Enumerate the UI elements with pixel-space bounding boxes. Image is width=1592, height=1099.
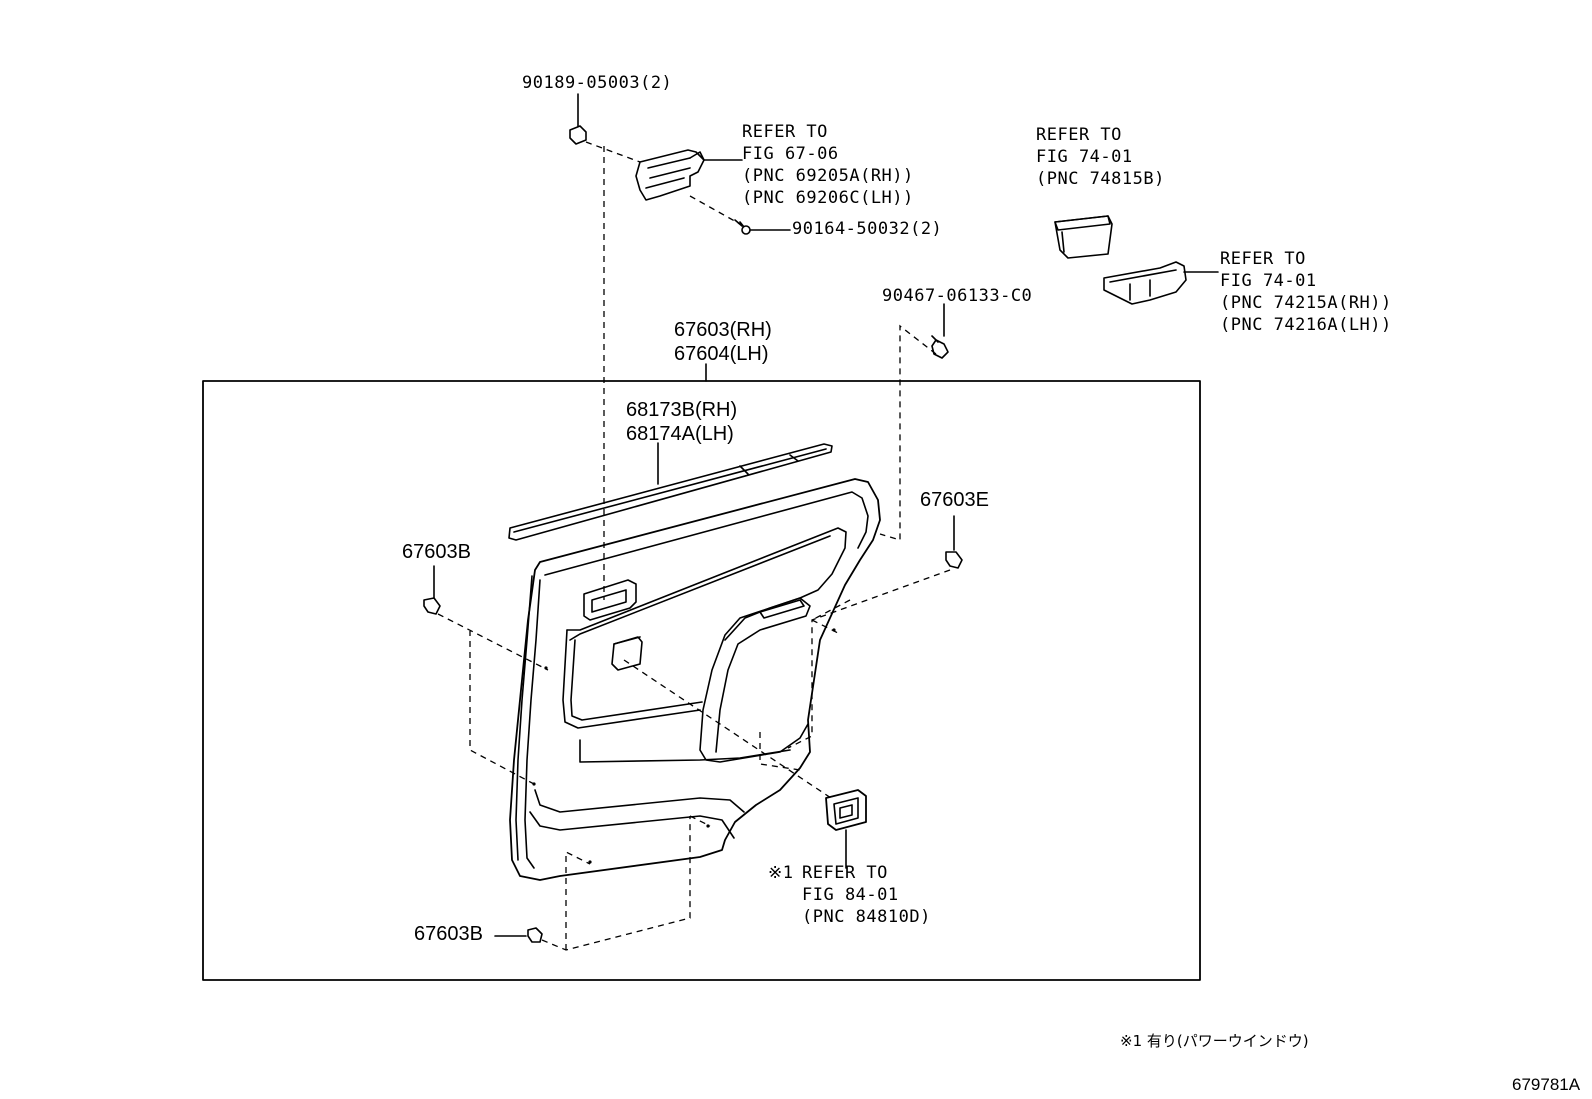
- clip-90467-part: [931, 303, 949, 359]
- label-bolt-90189: 90189-05003(2): [522, 73, 673, 93]
- weatherstrip-part: [508, 443, 833, 541]
- dash-lower-right: [689, 815, 711, 827]
- label-inside-handle-line4: (PNC 69206C(LH)): [742, 188, 914, 208]
- dash-clip-e-right: [811, 619, 841, 635]
- label-armrest-line3: (PNC 74215A(RH)): [1220, 293, 1392, 313]
- inside-handle-part: [635, 149, 743, 201]
- label-inside-handle: REFER TO FIG 67-06 (PNC 69205A(RH)) (PNC…: [742, 121, 914, 209]
- dash-switch: [623, 659, 835, 801]
- label-switch-line3: (PNC 84810D): [802, 907, 931, 927]
- clip-67603B-upper-part: [423, 565, 441, 615]
- label-inside-handle-line2: FIG 67-06: [742, 144, 839, 164]
- label-clip-67603B-lower: 67603B: [414, 923, 483, 945]
- label-switch-line2: FIG 84-01: [802, 885, 899, 905]
- dash-clip90467: [879, 324, 937, 541]
- clip-67603E-part: [945, 515, 963, 569]
- label-clip-67603B-upper: 67603B: [402, 541, 471, 563]
- label-panel-rh: 67603(RH): [674, 319, 772, 341]
- door-trim-panel: [509, 478, 881, 881]
- label-weatherstrip: 68173B(RH) 68174A(LH): [626, 398, 737, 446]
- label-armrest: REFER TO FIG 74-01 (PNC 74215A(RH)) (PNC…: [1220, 248, 1392, 336]
- label-switch: REFER TO FIG 84-01 (PNC 84810D): [802, 862, 931, 928]
- armrest-part: [1103, 261, 1219, 305]
- bolt-90189-part: [569, 93, 587, 145]
- armrest-base-part: [1054, 215, 1113, 259]
- label-armrest-base: REFER TO FIG 74-01 (PNC 74815B): [1036, 124, 1165, 190]
- label-armrest-base-line3: (PNC 74815B): [1036, 169, 1165, 189]
- dash-switch-mid: [759, 732, 801, 771]
- label-inside-handle-line3: (PNC 69205A(RH)): [742, 166, 914, 186]
- dash-bolt-to-handle: [585, 141, 641, 163]
- label-armrest-line1: REFER TO: [1220, 249, 1306, 269]
- window-switch-part: [825, 789, 867, 869]
- label-inside-handle-line1: REFER TO: [742, 122, 828, 142]
- label-weatherstrip-rh: 68173B(RH): [626, 399, 738, 421]
- label-switch-note-mark: ※1: [768, 863, 794, 883]
- label-panel-lh: 67604(LH): [674, 343, 769, 365]
- dash-clip-b-upper: [437, 613, 549, 785]
- label-switch-line1: REFER TO: [802, 863, 888, 883]
- screw-90164-part: [734, 219, 791, 235]
- label-armrest-line4: (PNC 74216A(LH)): [1220, 315, 1392, 335]
- label-armrest-base-line1: REFER TO: [1036, 125, 1122, 145]
- dash-handle-screw: [689, 195, 741, 225]
- dash-clip-b-lower: [541, 816, 691, 951]
- footnote: ※1 有り(パワーウインドウ): [1120, 1032, 1309, 1050]
- label-screw-90164: 90164-50032(2): [792, 219, 943, 239]
- label-armrest-line2: FIG 74-01: [1220, 271, 1317, 291]
- panel-assembly-frame: [202, 380, 1201, 981]
- label-clip-67603E: 67603E: [920, 489, 989, 511]
- label-weatherstrip-lh: 68174A(LH): [626, 423, 734, 445]
- dash-clip-e: [787, 569, 951, 749]
- diagram-id: 679781A: [1512, 1075, 1581, 1094]
- label-armrest-base-line2: FIG 74-01: [1036, 147, 1133, 167]
- label-panel: 67603(RH) 67604(LH): [674, 318, 772, 366]
- clip-67603B-lower-part: [494, 927, 543, 943]
- label-clip-90467: 90467-06133-C0: [882, 286, 1033, 306]
